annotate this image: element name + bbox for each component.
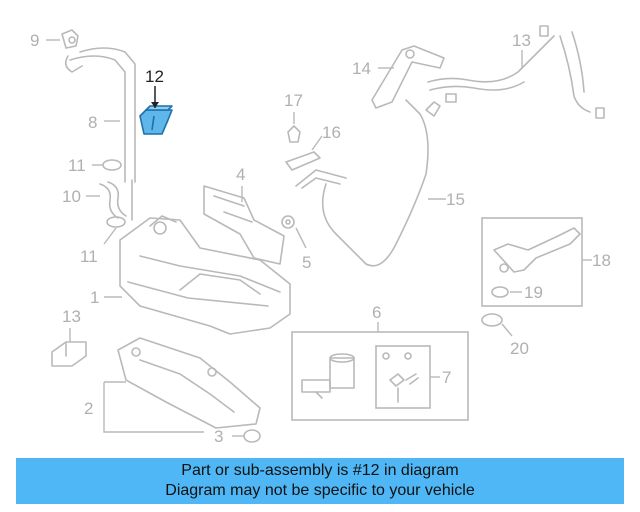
- part-19-box: [481, 217, 592, 307]
- callout-12: 12: [145, 67, 164, 86]
- part-13: [51, 328, 87, 367]
- part-11-upper: [92, 159, 122, 171]
- part-2: [103, 337, 261, 433]
- part-11-lower: [103, 216, 126, 245]
- callout-9: 9: [30, 31, 39, 50]
- callout-4: 4: [236, 165, 245, 184]
- part-18: [287, 112, 301, 143]
- callout-21: 20: [510, 339, 529, 358]
- banner-line-2: Diagram may not be specific to your vehi…: [165, 482, 475, 499]
- callout-5: 5: [302, 253, 311, 272]
- part-21: [481, 313, 513, 337]
- parts-diagram: 9 8 12 11 10 11: [30, 25, 611, 446]
- callout-7: 7: [442, 368, 451, 387]
- part-4: [203, 185, 285, 265]
- info-banner: Part or sub-assembly is #12 in diagram D…: [16, 458, 624, 504]
- callout-10: 10: [62, 187, 81, 206]
- callout-20: 19: [524, 283, 543, 302]
- callout-11-upper: 11: [68, 156, 86, 175]
- part-16: [295, 99, 446, 267]
- callout-14: 13: [512, 31, 531, 50]
- part-20: [491, 286, 522, 298]
- part-12-highlighted: [139, 86, 173, 135]
- part-17: [285, 135, 323, 171]
- callout-17: 16: [322, 123, 341, 142]
- part-5: [281, 215, 307, 249]
- callout-3: 3: [214, 427, 223, 446]
- callout-16: 15: [446, 190, 465, 209]
- callout-8: 8: [88, 113, 97, 132]
- callout-18: 17: [284, 91, 303, 110]
- part-15: [371, 45, 445, 109]
- part-3: [232, 429, 261, 443]
- part-7-box: [375, 345, 440, 409]
- callout-15: 14: [352, 59, 371, 78]
- part-10: [86, 181, 127, 219]
- part-14: [427, 25, 605, 119]
- callout-19: 18: [592, 251, 611, 270]
- part-6-box: [291, 322, 469, 421]
- callout-6: 6: [372, 303, 381, 322]
- part-8: [64, 47, 136, 183]
- callout-1: 1: [90, 288, 99, 307]
- part-9: [46, 29, 79, 49]
- banner-line-1: Part or sub-assembly is #12 in diagram: [181, 462, 459, 479]
- callout-11-lower: 11: [80, 247, 98, 266]
- callout-2: 2: [84, 399, 93, 418]
- part-1-fuel-tank: [104, 179, 291, 335]
- callout-13: 13: [62, 307, 81, 326]
